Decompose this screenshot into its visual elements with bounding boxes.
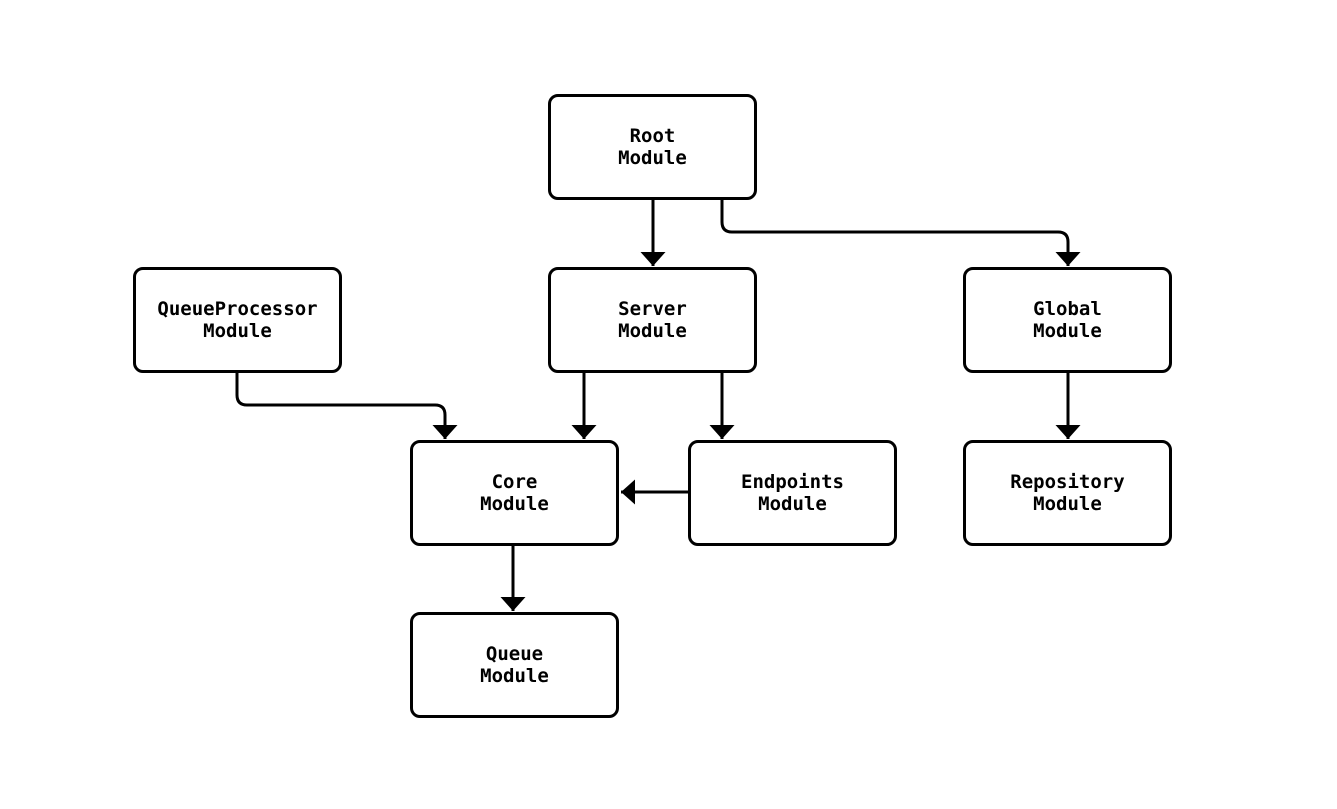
node-repository-module: Repository Module — [963, 440, 1172, 546]
edge-root-to-global — [720, 198, 1081, 266]
node-endpoints-module-label: Endpoints Module — [741, 471, 844, 515]
node-queue-module-label: Queue Module — [480, 643, 549, 687]
node-root-module-label: Root Module — [618, 125, 687, 169]
node-queue-processor-module-label: QueueProcessor Module — [157, 298, 318, 342]
node-repository-module-label: Repository Module — [1010, 471, 1125, 515]
node-global-module: Global Module — [963, 267, 1172, 373]
node-global-module-label: Global Module — [1033, 298, 1102, 342]
node-root-module: Root Module — [548, 94, 757, 200]
node-queue-processor-module: QueueProcessor Module — [133, 267, 342, 373]
node-server-module-label: Server Module — [618, 298, 687, 342]
node-core-module: Core Module — [410, 440, 619, 546]
node-core-module-label: Core Module — [480, 471, 549, 515]
node-endpoints-module: Endpoints Module — [688, 440, 897, 546]
node-server-module: Server Module — [548, 267, 757, 373]
edge-queue-processor-to-core — [235, 371, 458, 439]
node-queue-module: Queue Module — [410, 612, 619, 718]
